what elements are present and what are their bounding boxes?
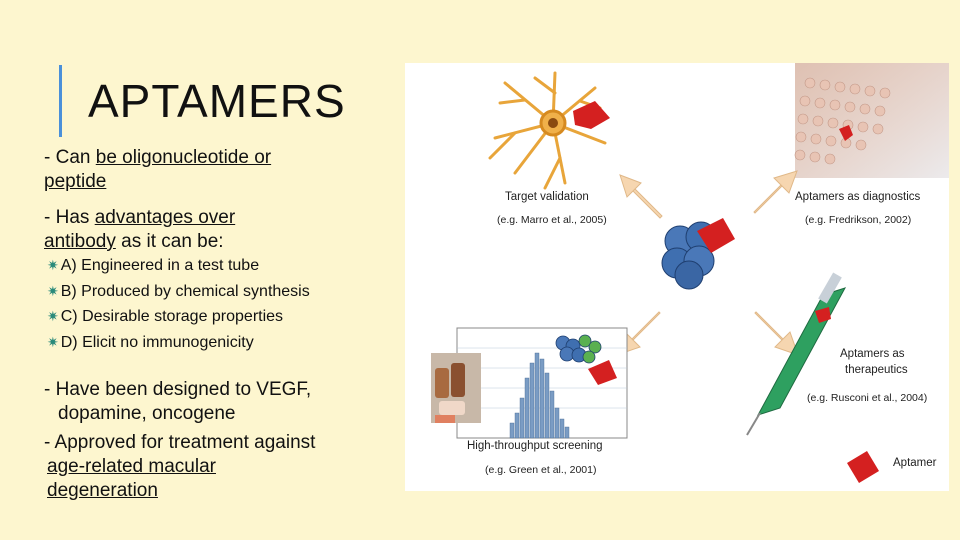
point-line: - Approved for treatment against: [44, 432, 316, 453]
point-approved: - Approved for treatment against age-rel…: [44, 431, 394, 503]
screening-histogram: [456, 327, 628, 439]
vials-photo: [431, 353, 481, 423]
star-bullet-icon: ✷: [47, 257, 59, 273]
syringe-icon: [746, 272, 847, 436]
screening-molecule-icon: [555, 334, 602, 364]
slide-title: APTAMERS: [88, 75, 346, 127]
neuron-icon: [488, 71, 607, 190]
ref-target-validation: (e.g. Marro et al., 2005): [497, 214, 607, 226]
point-prefix: - Has: [44, 207, 95, 228]
point-line: - Have been designed to VEGF,: [44, 379, 312, 400]
ref-diagnostics: (e.g. Fredrikson, 2002): [805, 214, 911, 226]
caption-screening: High-throughput screening: [467, 440, 603, 452]
point-prefix: - Can: [44, 147, 96, 168]
point-line: dopamine, oncogene: [58, 403, 236, 424]
caption-target-validation: Target validation: [505, 191, 589, 203]
caption-therapeutics-2: therapeutics: [845, 364, 908, 376]
list-item: ✷D) Elicit no immunogenicity: [47, 332, 254, 353]
aptamer-icon: [588, 360, 617, 385]
point-oligonucleotide: - Can be oligonucleotide or peptide: [44, 146, 384, 194]
figure-canvas: Target validation (e.g. Marro et al., 20…: [431, 63, 949, 483]
point-suffix: as it can be:: [115, 231, 224, 252]
bullet-text: C) Desirable storage properties: [60, 308, 284, 325]
ref-screening: (e.g. Green et al., 2001): [485, 464, 596, 476]
microplate-photo: [794, 63, 949, 178]
underlined-text: be oligonucleotide or: [95, 147, 272, 168]
list-item: ✷B) Produced by chemical synthesis: [47, 281, 310, 302]
point-advantages: - Has advantages over antibody as it can…: [44, 206, 384, 254]
list-item: ✷C) Desirable storage properties: [47, 306, 283, 327]
title-accent-bar: [59, 65, 62, 137]
aptamer-applications-figure: Target validation (e.g. Marro et al., 20…: [405, 63, 949, 491]
caption-diagnostics: Aptamers as diagnostics: [795, 191, 921, 203]
star-bullet-icon: ✷: [47, 283, 59, 299]
arrow-icon: [616, 170, 799, 356]
aptamer-icon: [697, 218, 735, 253]
legend-aptamer-label: Aptamer: [893, 457, 937, 469]
underlined-text: degeneration: [47, 480, 158, 501]
underlined-text: peptide: [44, 171, 107, 192]
list-item: ✷A) Engineered in a test tube: [47, 255, 259, 276]
bullet-text: B) Produced by chemical synthesis: [60, 283, 310, 300]
bullet-text: A) Engineered in a test tube: [60, 257, 260, 274]
star-bullet-icon: ✷: [47, 308, 59, 324]
ref-therapeutics: (e.g. Rusconi et al., 2004): [807, 392, 927, 404]
aptamer-icon: [573, 101, 610, 129]
legend-aptamer-icon: [847, 451, 879, 483]
star-bullet-icon: ✷: [47, 334, 59, 350]
caption-therapeutics-1: Aptamers as: [840, 348, 905, 360]
underlined-text: age-related macular: [47, 456, 216, 477]
underlined-text: advantages over: [94, 207, 236, 228]
point-designed: - Have been designed to VEGF, dopamine, …: [44, 378, 394, 426]
bullet-text: D) Elicit no immunogenicity: [60, 334, 254, 351]
underlined-text: antibody: [44, 231, 116, 252]
